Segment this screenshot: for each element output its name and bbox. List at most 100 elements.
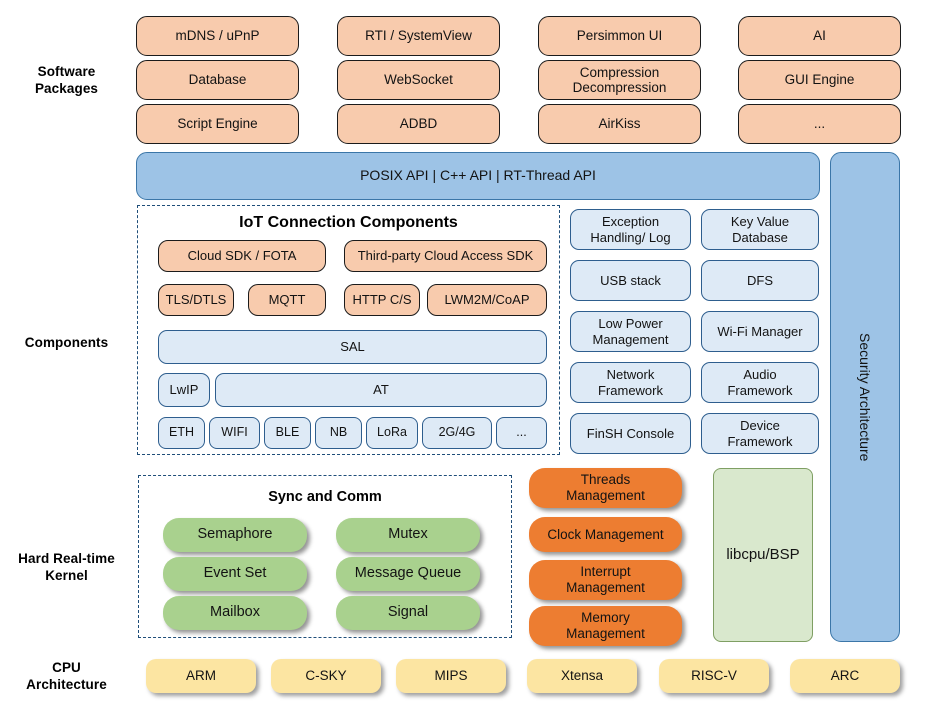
package-compression-line2: Decompression [572,80,667,95]
iot-link-ble[interactable]: BLE [264,417,311,449]
component-exception-line2: Handling/ Log [590,229,671,245]
security-architecture-label: Security Architecture [857,332,873,462]
row-label-cpu-line2: Architecture [26,677,107,692]
package-rti-systemview[interactable]: RTI / SystemView [337,16,500,56]
iot-link-2g4g[interactable]: 2G/4G [422,417,492,449]
kernel-semaphore[interactable]: Semaphore [163,518,307,552]
cpu-riscv[interactable]: RISC-V [659,659,769,693]
security-architecture-bar[interactable]: Security Architecture [830,152,900,642]
row-label-software-packages: Software Packages [0,58,133,102]
api-bar[interactable]: POSIX API | C++ API | RT-Thread API [136,152,820,200]
cpu-csky[interactable]: C-SKY [271,659,381,693]
package-mdns-upnp-label: mDNS / uPnP [175,28,260,44]
iot-protocol-lwm2m-coap[interactable]: LWM2M/CoAP [427,284,547,316]
iot-sal[interactable]: SAL [158,330,547,364]
cpu-xtensa-label: Xtensa [560,668,604,684]
iot-lwip-label: LwIP [169,382,199,398]
iot-cloud-sdk-fota[interactable]: Cloud SDK / FOTA [158,240,326,272]
kernel-message-queue[interactable]: Message Queue [336,557,480,591]
component-dfs-label: DFS [747,272,773,288]
kernel-interrupt-management[interactable]: Interrupt Management [529,560,682,600]
iot-at[interactable]: AT [215,373,547,407]
package-persimmon-ui[interactable]: Persimmon UI [538,16,701,56]
kernel-event-set[interactable]: Event Set [163,557,307,591]
iot-protocol-http-cs-label: HTTP C/S [352,292,412,308]
iot-at-label: AT [373,382,389,398]
iot-link-more-label: ... [516,425,527,440]
row-label-components: Components [0,332,133,352]
iot-protocol-tls-dtls[interactable]: TLS/DTLS [158,284,234,316]
component-usb-stack[interactable]: USB stack [570,260,691,301]
iot-third-party-cloud-sdk[interactable]: Third-party Cloud Access SDK [344,240,547,272]
iot-link-lora-label: LoRa [377,425,407,440]
package-airkiss-label: AirKiss [598,116,641,132]
component-dfs[interactable]: DFS [701,260,819,301]
kernel-memory-line1: Memory [581,610,630,625]
package-rti-systemview-label: RTI / SystemView [365,28,472,44]
package-database-label: Database [188,72,247,88]
iot-protocol-tls-dtls-label: TLS/DTLS [165,292,227,308]
package-persimmon-ui-label: Persimmon UI [576,28,663,44]
cpu-mips-label: MIPS [434,668,468,684]
libcpu-bsp-label: libcpu/BSP [726,546,800,564]
cpu-arm-label: ARM [186,668,216,684]
package-airkiss[interactable]: AirKiss [538,104,701,144]
iot-protocol-mqtt[interactable]: MQTT [248,284,326,316]
package-script-engine[interactable]: Script Engine [136,104,299,144]
iot-lwip[interactable]: LwIP [158,373,210,407]
cpu-arc[interactable]: ARC [790,659,900,693]
iot-connection-components-group [137,205,560,455]
package-mdns-upnp[interactable]: mDNS / uPnP [136,16,299,56]
iot-connection-components-title: IoT Connection Components [137,214,560,232]
cpu-xtensa[interactable]: Xtensa [527,659,637,693]
libcpu-bsp[interactable]: libcpu/BSP [713,468,813,642]
iot-title-text: IoT Connection Components [239,214,458,231]
kernel-memory-management[interactable]: Memory Management [529,606,682,646]
component-network-line2: Framework [597,382,663,398]
package-more[interactable]: ... [738,104,901,144]
kernel-clock-management[interactable]: Clock Management [529,517,682,552]
kernel-mailbox[interactable]: Mailbox [163,596,307,630]
component-low-power-management[interactable]: Low Power Management [570,311,691,352]
kernel-mutex[interactable]: Mutex [336,518,480,552]
package-compression[interactable]: Compression Decompression [538,60,701,100]
component-finsh-console-label: FinSH Console [586,425,675,441]
component-device-framework[interactable]: Device Framework [701,413,819,454]
component-network-line1: Network [606,367,655,382]
iot-link-more[interactable]: ... [496,417,547,449]
component-finsh-console[interactable]: FinSH Console [570,413,691,454]
component-key-value-database[interactable]: Key Value Database [701,209,819,250]
cpu-mips[interactable]: MIPS [396,659,506,693]
cpu-arm[interactable]: ARM [146,659,256,693]
iot-link-lora[interactable]: LoRa [366,417,418,449]
iot-link-nb[interactable]: NB [315,417,362,449]
sync-and-comm-group [138,475,512,638]
package-ai[interactable]: AI [738,16,901,56]
row-label-components-text: Components [24,334,109,350]
component-audio-framework[interactable]: Audio Framework [701,362,819,403]
iot-link-ble-label: BLE [275,425,300,440]
package-adbd[interactable]: ADBD [337,104,500,144]
iot-protocol-http-cs[interactable]: HTTP C/S [344,284,420,316]
kernel-threads-management[interactable]: Threads Management [529,468,682,508]
row-label-software-packages-line1: Software [37,64,96,79]
iot-third-party-cloud-sdk-label: Third-party Cloud Access SDK [357,248,534,264]
kernel-event-set-label: Event Set [203,565,267,582]
iot-link-eth-label: ETH [169,425,194,440]
iot-link-wifi[interactable]: WIFI [209,417,260,449]
iot-link-2g4g-label: 2G/4G [438,425,476,440]
package-websocket[interactable]: WebSocket [337,60,500,100]
component-wifi-manager[interactable]: Wi-Fi Manager [701,311,819,352]
kernel-clock-management-label: Clock Management [547,526,664,542]
package-script-engine-label: Script Engine [177,116,258,132]
kernel-signal[interactable]: Signal [336,596,480,630]
row-label-kernel: Hard Real-time Kernel [0,546,133,588]
iot-link-eth[interactable]: ETH [158,417,205,449]
component-device-line1: Device [740,418,780,433]
component-network-framework[interactable]: Network Framework [570,362,691,403]
package-database[interactable]: Database [136,60,299,100]
package-gui-engine[interactable]: GUI Engine [738,60,901,100]
component-exception-handling-log[interactable]: Exception Handling/ Log [570,209,691,250]
package-more-label: ... [813,116,826,132]
